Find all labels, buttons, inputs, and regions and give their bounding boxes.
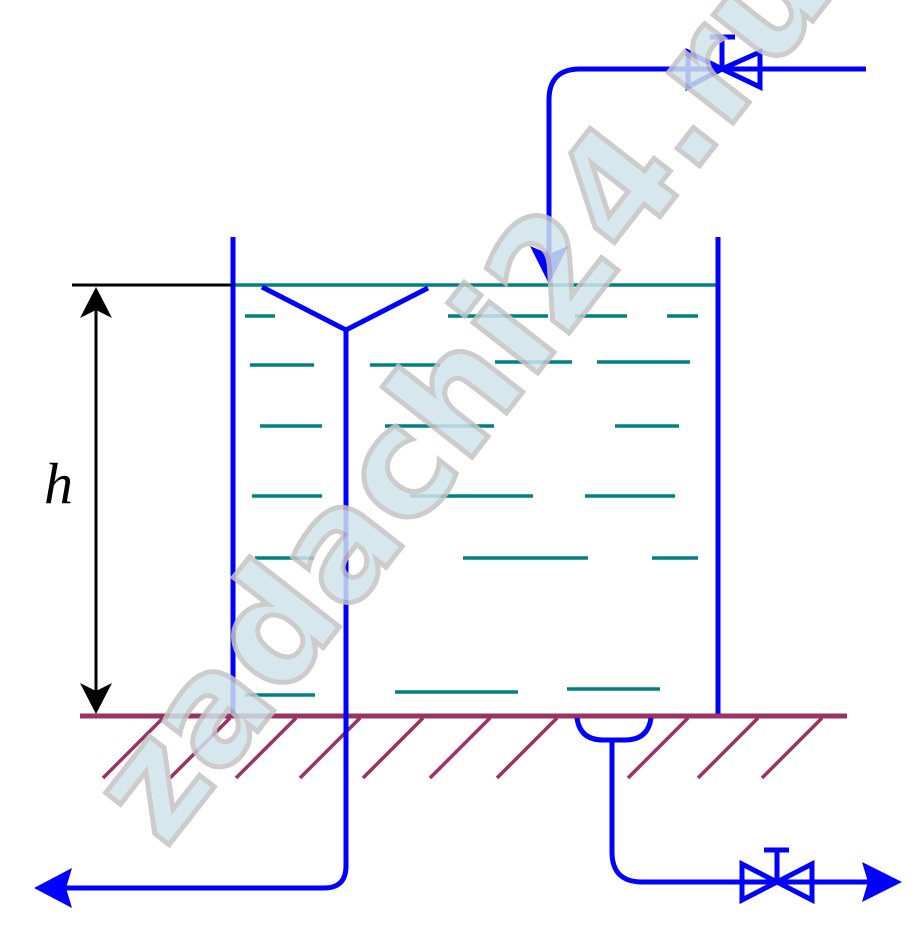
ground-hatching [101, 716, 824, 780]
inlet-pipe [546, 66, 866, 258]
ground-hatch [361, 716, 425, 780]
water-body [245, 314, 698, 697]
overflow-outlet-arrow-icon [34, 868, 72, 908]
ground-hatch [696, 716, 760, 780]
dimension-arrow-up-icon [80, 287, 112, 318]
ground-hatch [234, 716, 298, 780]
ground-hatch [298, 716, 362, 780]
height-label: h [44, 451, 73, 516]
inlet-arrow-icon [530, 246, 568, 284]
height-dimension [72, 283, 233, 714]
drain-pipe [574, 717, 868, 885]
overflow-pipe [62, 330, 349, 891]
ground-hatch [428, 716, 492, 780]
ground-hatch [760, 716, 824, 780]
ground-hatch [168, 716, 232, 780]
drain-outlet-arrow-icon [862, 862, 902, 902]
watermark: zadachi24.ru [56, 0, 865, 872]
ground-hatch [626, 716, 690, 780]
inlet-valve-icon [685, 34, 763, 92]
ground-hatch [101, 716, 165, 780]
dimension-arrow-down-icon [80, 683, 112, 714]
drain-valve-icon [739, 847, 815, 905]
ground-hatch [495, 716, 559, 780]
